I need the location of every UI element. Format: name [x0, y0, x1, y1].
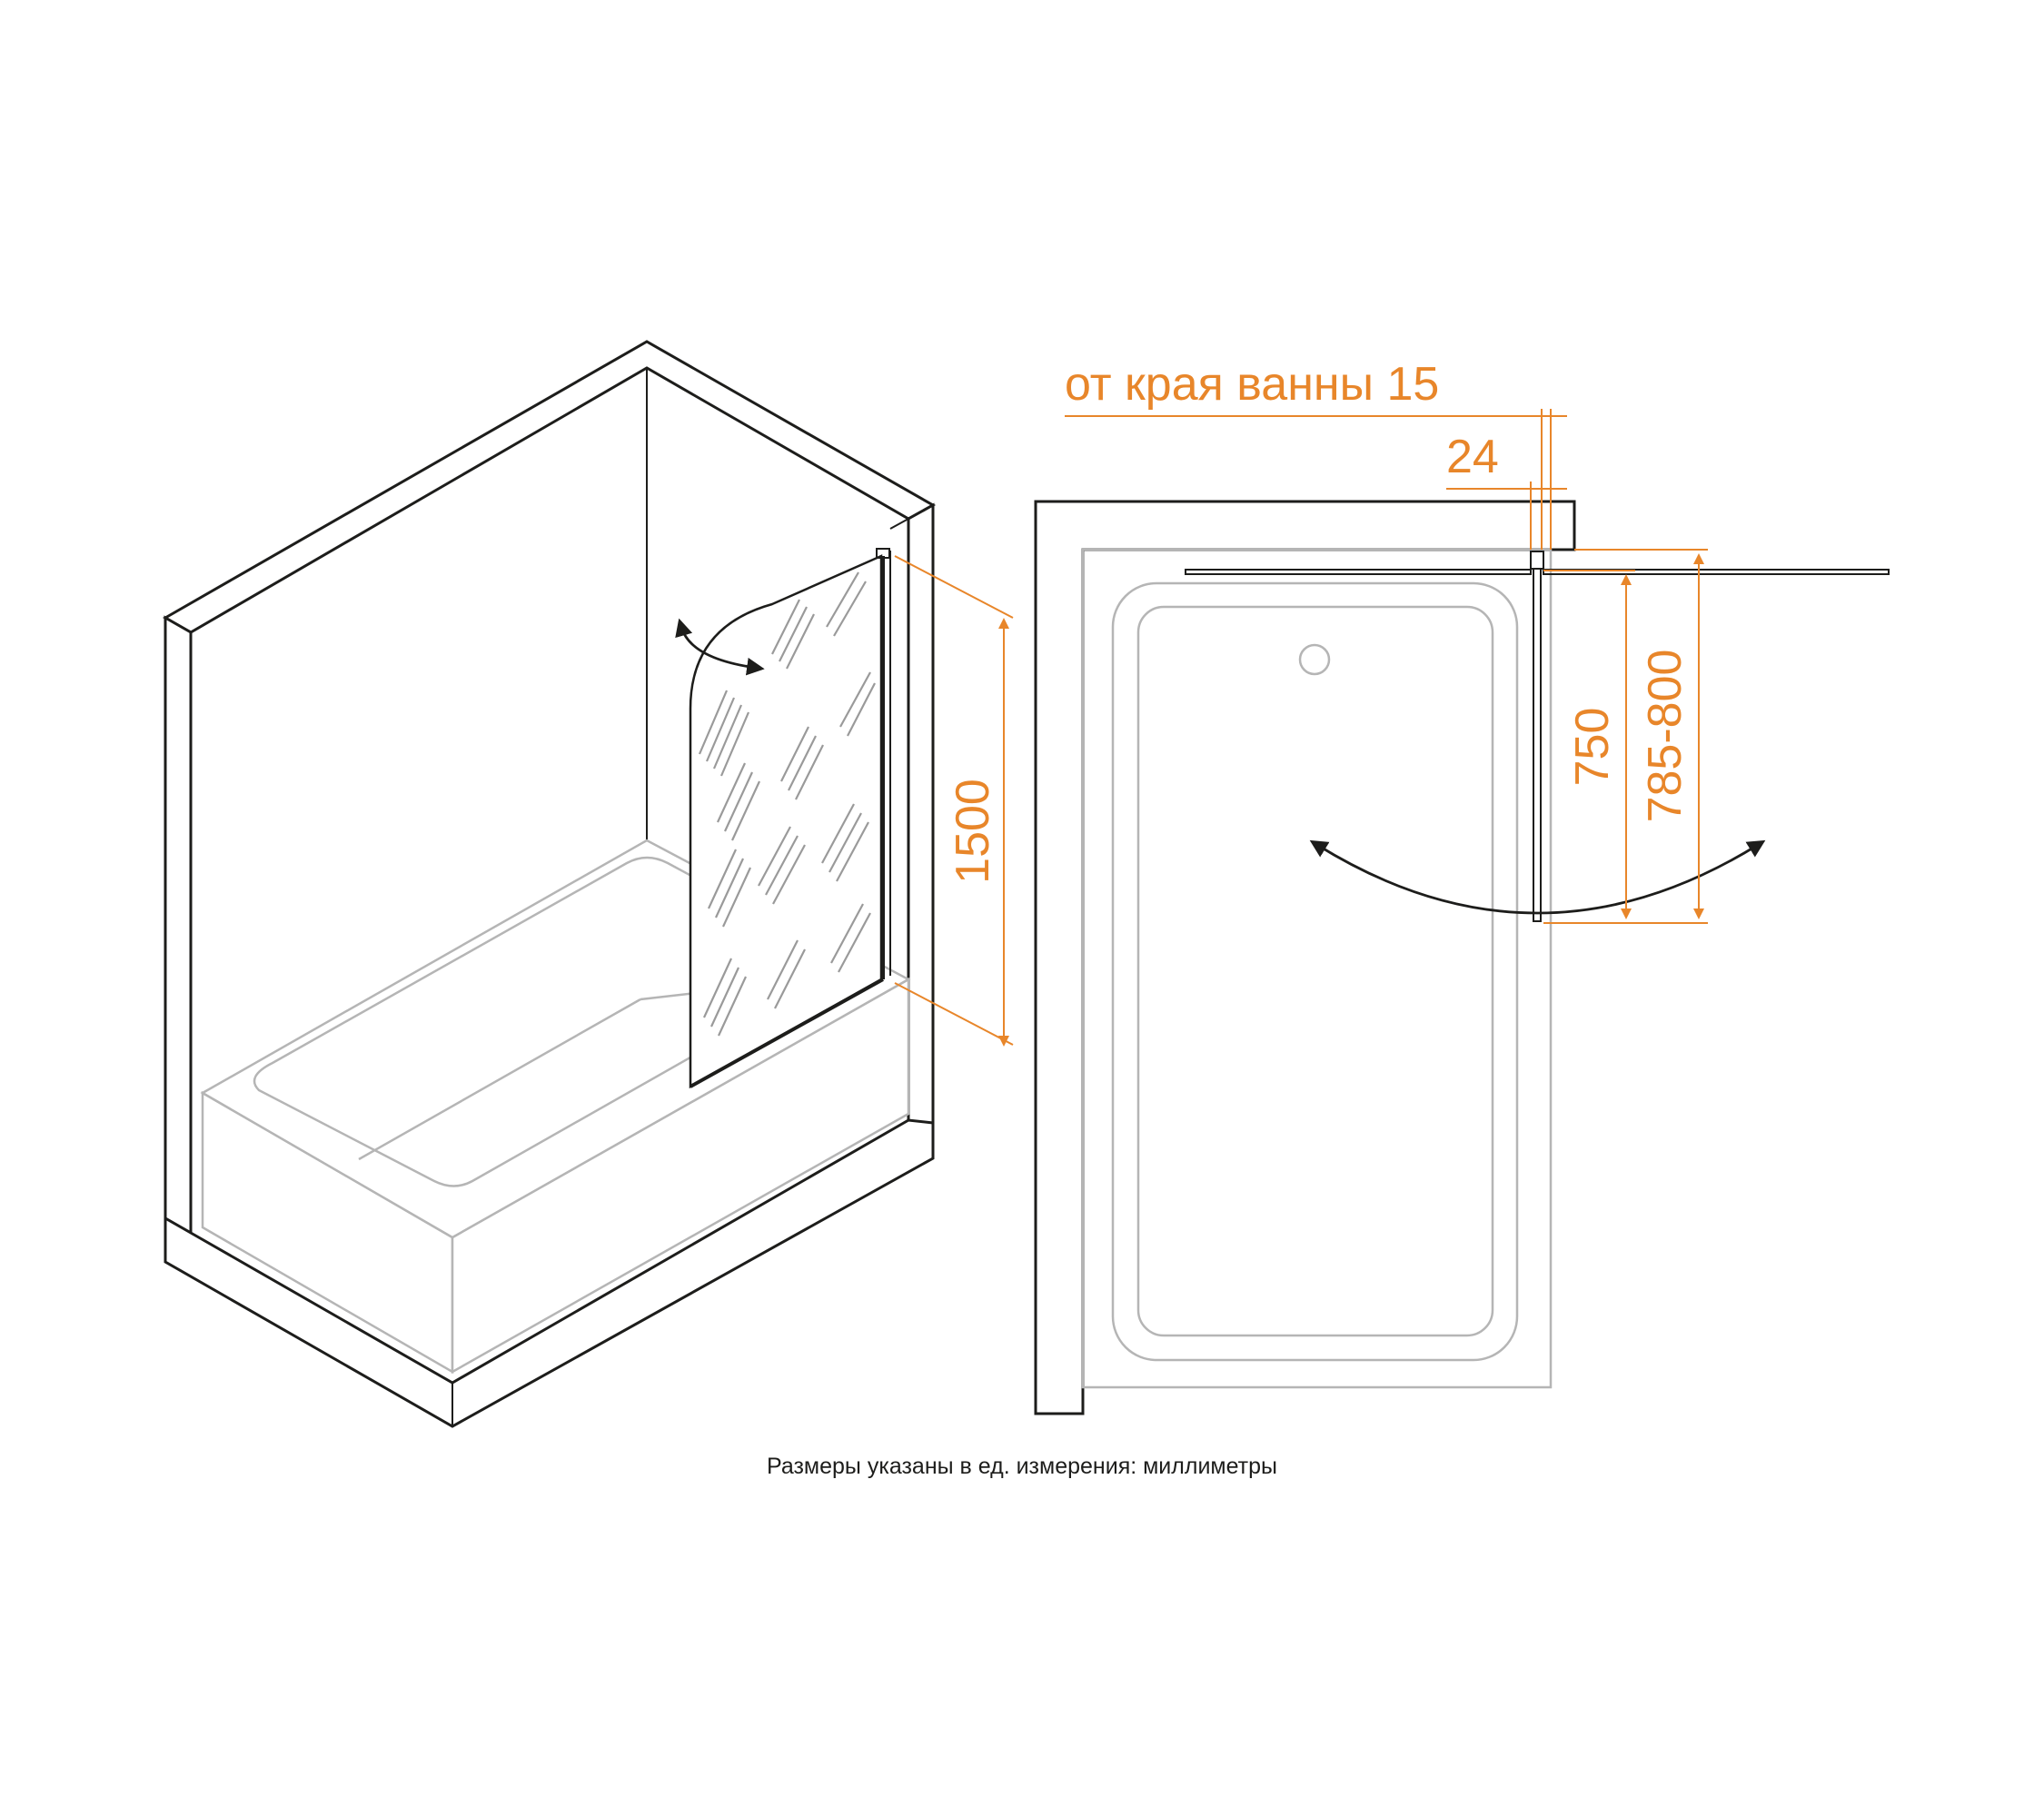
plan-bathtub-outline	[1081, 548, 1553, 1389]
plan-panel-closed	[1533, 568, 1542, 922]
install-width-dimension: 785-800	[1574, 549, 1708, 919]
plan-bathtub-rim	[1111, 581, 1519, 1362]
profile-cap	[876, 548, 890, 559]
plan-panel-open-left	[1185, 569, 1532, 575]
right-wall-top-edge	[889, 518, 909, 530]
shower-screen	[675, 548, 891, 1089]
panel-bottom-seal	[690, 978, 884, 1088]
units-caption: Размеры указаны в ед. измерения: миллиме…	[767, 1454, 1277, 1479]
panel-width-label: 750	[1566, 708, 1619, 787]
isometric-view: 1500	[162, 340, 1014, 1428]
double-swing-arrow-icon	[1309, 839, 1766, 915]
floor-base	[164, 1118, 935, 1428]
install-width-label: 785-800	[1639, 650, 1692, 823]
glass-pattern	[698, 571, 876, 1037]
profile-width-label: 24	[1446, 431, 1499, 483]
drain-icon	[1298, 643, 1331, 676]
plan-hinge-profile	[1530, 551, 1544, 570]
offset-label: от края ванны 15	[1065, 358, 1439, 411]
plan-view: от края ванны 15 24 750 785-800	[1034, 358, 1890, 1415]
panel-width-dimension: 750	[1543, 570, 1708, 924]
height-dimension: 1500	[894, 555, 1014, 1047]
right-wall-pillar	[907, 502, 935, 1139]
panel-height-label: 1500	[947, 779, 999, 884]
offset-dimension: от края ванны 15	[1065, 358, 1567, 550]
left-wall-edge	[164, 615, 193, 1236]
plan-bathtub-basin	[1136, 605, 1494, 1337]
profile-dimension: 24	[1446, 431, 1567, 550]
swing-arrow-icon	[675, 618, 765, 676]
plan-panel-open-right	[1543, 569, 1890, 575]
